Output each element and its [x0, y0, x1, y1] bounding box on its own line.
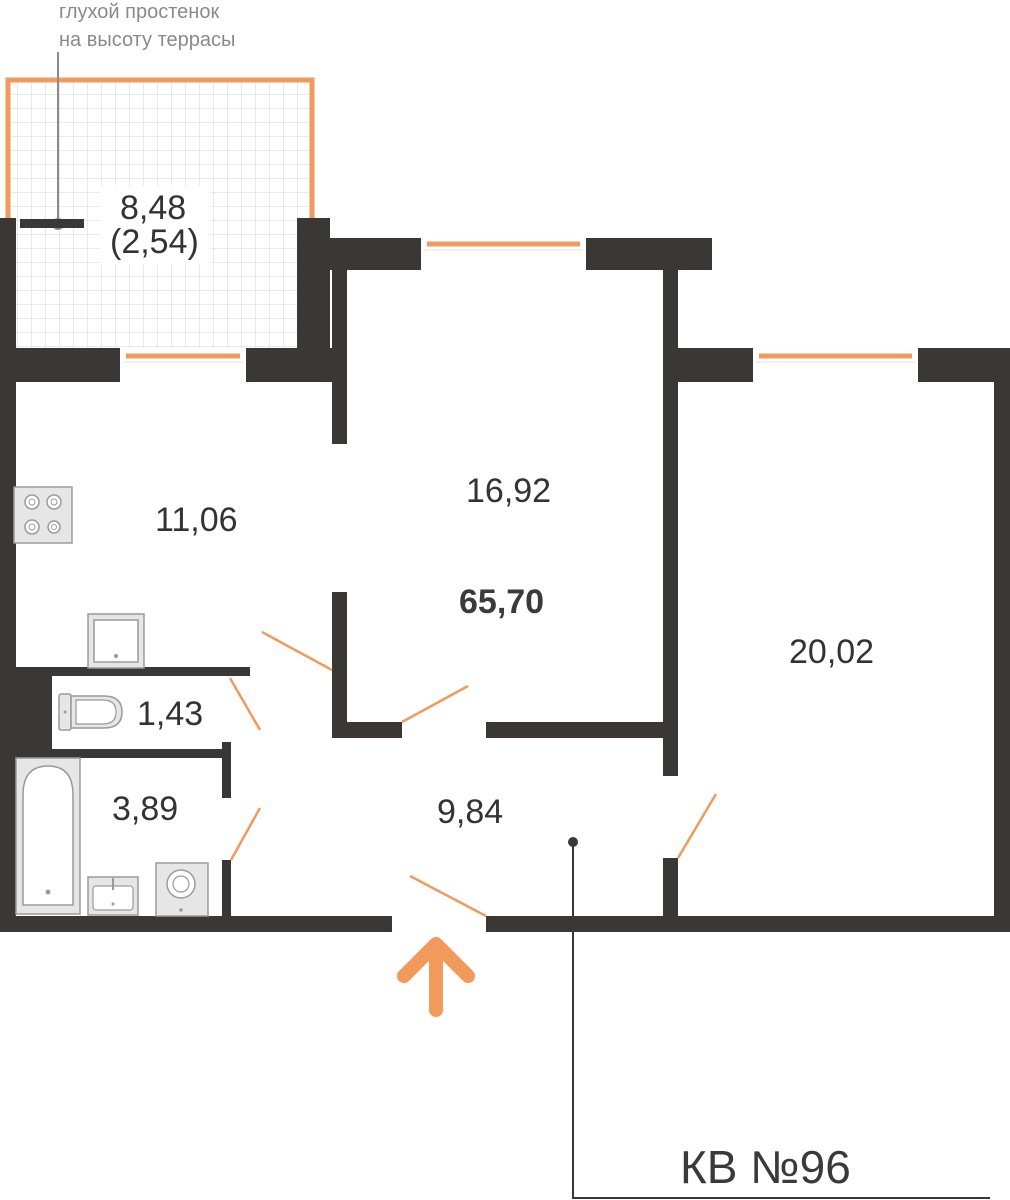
sink-icon [87, 613, 145, 669]
note-line-1: глухой простенок [59, 1, 220, 23]
entrance-arrow-icon [397, 937, 475, 1017]
window-bedroom [753, 353, 918, 382]
terrace-area: 8,48 [120, 189, 187, 227]
door-bathroom [229, 807, 262, 861]
terrace-reduced-area: (2,54) [110, 223, 199, 261]
door-entrance [409, 874, 487, 918]
door-wc [228, 677, 262, 731]
bathtub-icon [15, 757, 81, 915]
terrace-railing [5, 77, 315, 218]
washing-machine-icon [155, 862, 209, 917]
door-bedroom [676, 793, 718, 859]
window-living [421, 241, 586, 270]
living-area: 16,92 [466, 472, 552, 510]
kitchen-area: 11,06 [155, 501, 238, 539]
total-area: 65,70 [459, 583, 545, 621]
wc-area: 1,43 [137, 695, 204, 733]
unit-number-label: КВ №96 [680, 1141, 851, 1193]
door-living [401, 684, 469, 724]
door-kitchen [261, 630, 333, 672]
terrace-label-bg [100, 186, 210, 264]
unit-leader-dot [568, 837, 578, 847]
stove-icon [13, 486, 73, 544]
bedroom-area: 20,02 [789, 633, 875, 671]
unit-leader-line [572, 842, 990, 1199]
toilet-icon [58, 693, 123, 731]
door-swings [228, 630, 718, 918]
note-line-2: на высоту террасы [59, 29, 236, 51]
washbasin-icon [87, 876, 139, 916]
windows [120, 241, 918, 382]
bathroom-area: 3,89 [112, 790, 179, 828]
walls [0, 218, 1010, 932]
window-kitchen [120, 353, 246, 382]
hall-area: 9,84 [437, 793, 504, 831]
